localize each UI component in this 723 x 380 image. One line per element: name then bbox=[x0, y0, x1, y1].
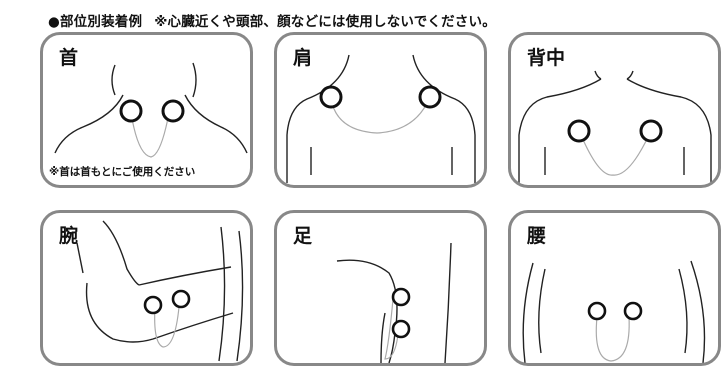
panel-shoulder: 肩 bbox=[274, 32, 487, 188]
panel-neck: 首 ※首は首もとにご使用ください bbox=[40, 32, 253, 188]
panel-label-leg: 足 bbox=[293, 225, 313, 247]
shoulder-illustration bbox=[286, 54, 476, 183]
panel-label-arm: 腕 bbox=[59, 225, 79, 247]
header-title: ●部位別装着例 bbox=[48, 14, 143, 30]
back-illustration bbox=[518, 70, 712, 183]
panel-label-back: 背中 bbox=[527, 47, 566, 69]
panel-leg: 足 bbox=[274, 210, 487, 366]
waist-illustration bbox=[522, 260, 706, 363]
panel-waist: 腰 bbox=[508, 210, 721, 366]
panel-label-neck: 首 bbox=[59, 47, 79, 69]
neck-illustration bbox=[54, 62, 248, 158]
header-warning: ※心臓近くや頭部、顔などには使用しないでください。 bbox=[154, 14, 496, 30]
panel-back: 背中 bbox=[508, 32, 721, 188]
panel-label-shoulder: 肩 bbox=[293, 47, 313, 69]
panel-label-waist: 腰 bbox=[527, 225, 547, 247]
header: ●部位別装着例 ※心臓近くや頭部、顔などには使用しないでください。 bbox=[48, 10, 496, 30]
leg-illustration bbox=[336, 242, 452, 363]
arm-illustration bbox=[76, 220, 244, 362]
panel-arm: 腕 bbox=[40, 210, 253, 366]
neck-usage-note: ※首は首もとにご使用ください bbox=[47, 164, 198, 179]
